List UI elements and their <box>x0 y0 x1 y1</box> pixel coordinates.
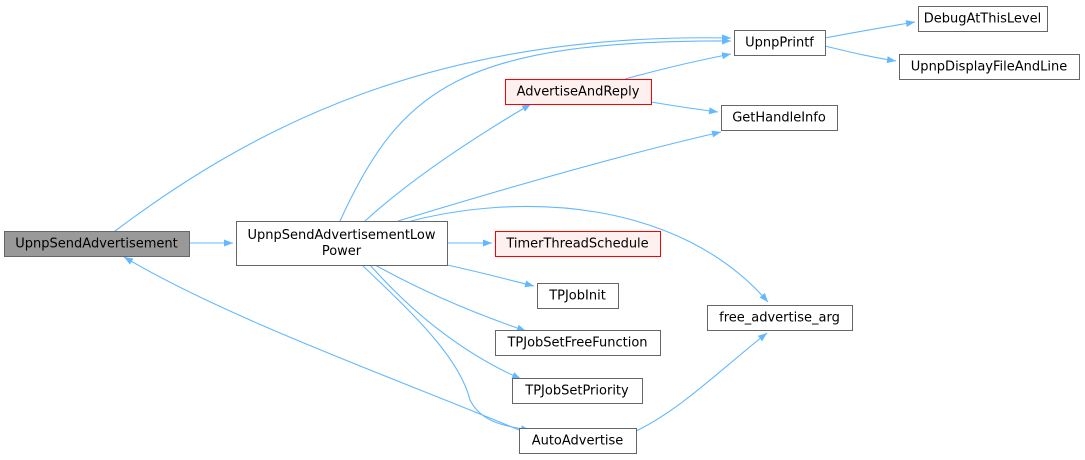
nodes-layer: UpnpSendAdvertisement UpnpSendAdvertiseme… <box>4 6 1080 454</box>
node-box-upnp-send-advertisement[interactable] <box>4 231 190 257</box>
node-upnp-send-advertisement[interactable]: UpnpSendAdvertisement <box>4 231 190 257</box>
edge-upnp-send-advertisement-low-power-to-upnp-printf <box>339 37 732 222</box>
edge-upnp-printf-to-upnp-display-file-and-line <box>824 45 897 64</box>
node-label-upnp-send-advertisement: UpnpSendAdvertisement <box>15 237 177 252</box>
edge-upnp-send-advertisement-low-power-to-free-advertise-arg <box>399 205 769 303</box>
edge-upnp-send-advertisement-low-power-to-auto-advertise <box>361 264 531 433</box>
node-free-advertise-arg[interactable]: free_advertise_arg <box>707 305 853 331</box>
node-box-upnp-printf[interactable] <box>734 30 826 56</box>
edge-advertise-and-reply-to-upnp-printf <box>624 52 732 80</box>
node-box-debug-at-this-level[interactable] <box>918 6 1048 32</box>
node-debug-at-this-level[interactable]: DebugAtThisLevel <box>918 6 1048 32</box>
node-tp-job-init[interactable]: TPJobInit <box>537 283 619 309</box>
node-label-tp-job-init: TPJobInit <box>548 289 606 304</box>
node-box-get-handle-info[interactable] <box>721 105 838 131</box>
node-label-tp-job-set-free-function: TPJobSetFreeFunction <box>506 336 647 351</box>
node-label-timer-thread-schedule: TimerThreadSchedule <box>505 237 648 252</box>
node-box-timer-thread-schedule[interactable] <box>495 231 661 257</box>
node-box-upnp-display-file-and-line[interactable] <box>899 54 1080 80</box>
node-label-advertise-and-reply: AdvertiseAndReply <box>517 85 640 100</box>
node-label-upnp-printf: UpnpPrintf <box>745 36 814 51</box>
node-box-upnp-send-advertisement-low-power[interactable] <box>236 221 448 266</box>
edge-advertise-and-reply-to-get-handle-info <box>650 101 719 115</box>
node-label-debug-at-this-level: DebugAtThisLevel <box>924 12 1041 27</box>
node-label-tp-job-set-priority: TPJobSetPriority <box>524 384 629 399</box>
node-get-handle-info[interactable]: GetHandleInfo <box>721 105 838 131</box>
node-label-upnp-send-advertisement-low-power-line-2: Power <box>322 244 362 259</box>
node-label-auto-advertise: AutoAdvertise <box>532 434 624 449</box>
node-timer-thread-schedule[interactable]: TimerThreadSchedule <box>495 231 661 257</box>
node-label-upnp-display-file-and-line: UpnpDisplayFileAndLine <box>911 60 1067 75</box>
edge-upnp-send-advertisement-low-power-to-tp-job-set-free-function <box>374 264 527 332</box>
node-tp-job-set-free-function[interactable]: TPJobSetFreeFunction <box>495 330 661 356</box>
node-advertise-and-reply[interactable]: AdvertiseAndReply <box>505 79 652 105</box>
node-upnp-display-file-and-line[interactable]: UpnpDisplayFileAndLine <box>899 54 1080 80</box>
node-box-tp-job-set-priority[interactable] <box>512 378 643 404</box>
node-label-free-advertise-arg: free_advertise_arg <box>719 311 840 326</box>
node-label-get-handle-info: GetHandleInfo <box>732 111 826 126</box>
edge-upnp-printf-to-debug-at-this-level <box>824 20 916 39</box>
node-box-auto-advertise[interactable] <box>519 428 637 454</box>
edge-auto-advertise-to-free-advertise-arg <box>635 332 768 432</box>
node-label-upnp-send-advertisement-low-power-line-1: UpnpSendAdvertisementLow <box>247 228 435 243</box>
edges-layer <box>114 20 916 433</box>
node-auto-advertise[interactable]: AutoAdvertise <box>519 428 637 454</box>
node-tp-job-set-priority[interactable]: TPJobSetPriority <box>512 378 643 404</box>
edge-auto-advertise-to-upnp-send-advertisement <box>123 256 520 431</box>
edge-upnp-send-advertisement-low-power-to-tp-job-init <box>446 264 535 288</box>
node-box-advertise-and-reply[interactable] <box>505 79 652 105</box>
node-box-tp-job-set-free-function[interactable] <box>495 330 661 356</box>
node-upnp-printf[interactable]: UpnpPrintf <box>734 30 826 56</box>
edge-upnp-send-advertisement-to-upnp-printf <box>114 34 732 232</box>
edge-upnp-send-advertisement-low-power-to-get-handle-info <box>397 130 722 222</box>
node-box-tp-job-init[interactable] <box>537 283 619 309</box>
edge-upnp-send-advertisement-low-power-to-tp-job-set-priority <box>369 264 522 380</box>
node-box-free-advertise-arg[interactable] <box>707 305 853 331</box>
edge-upnp-send-advertisement-low-power-to-advertise-and-reply <box>364 103 532 222</box>
